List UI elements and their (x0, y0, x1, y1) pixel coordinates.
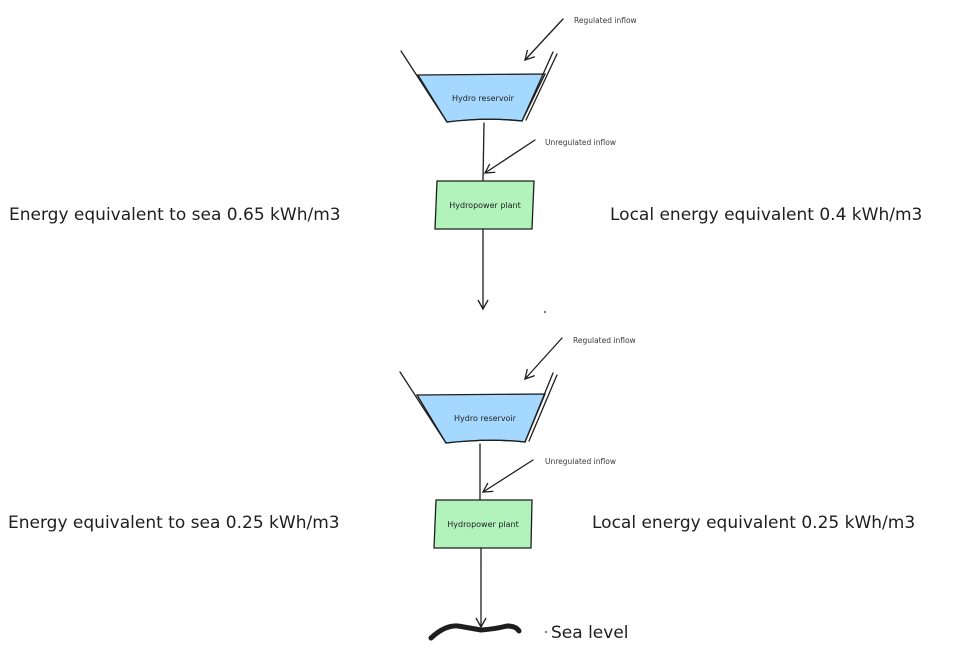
reservoir-left-wall (400, 50, 448, 123)
hydropower-plant-upper[interactable]: Hydropower plant (434, 180, 535, 230)
unregulated-inflow-label: Unregulated inflow (545, 457, 616, 466)
sea-level-label: Sea level (551, 623, 629, 643)
unregulated-inflow-arrow (483, 139, 536, 174)
plant-label: Hydropower plant (449, 201, 521, 210)
stage-2: Hydro reservoir Regulated inflow Unregul… (8, 336, 915, 629)
reservoir-label: Hydro reservoir (454, 414, 517, 423)
regulated-inflow-arrow (524, 18, 564, 61)
reservoir-right-wall (521, 51, 554, 122)
regulated-inflow-label: Regulated inflow (574, 16, 637, 25)
plant-box (433, 499, 533, 549)
local-energy-label: Local energy equivalent 0.25 kWh/m3 (592, 513, 915, 533)
stage-1: Hydro reservoir Regulated inflow Unregul… (9, 16, 922, 313)
plant-box (434, 180, 535, 230)
hydropower-plant-lower[interactable]: Hydropower plant (433, 499, 533, 549)
unregulated-inflow-arrow (481, 459, 534, 493)
reservoir-bottom (446, 118, 523, 123)
sea-level-wave (428, 623, 522, 641)
reservoir-right-wall-stroke2 (525, 53, 558, 121)
energy-to-sea-label: Energy equivalent to sea 0.65 kWh/m3 (9, 205, 341, 225)
reservoir-lower[interactable]: Hydro reservoir (399, 371, 558, 444)
sea-level: Sea level (428, 623, 629, 643)
reservoir-left-wall (399, 371, 447, 444)
energy-to-sea-label: Energy equivalent to sea 0.25 kWh/m3 (8, 513, 340, 533)
regulated-inflow-label: Regulated inflow (573, 336, 636, 345)
reservoir-upper[interactable]: Hydro reservoir (400, 50, 558, 123)
reservoir-label: Hydro reservoir (452, 94, 515, 103)
local-energy-label: Local energy equivalent 0.4 kWh/m3 (610, 205, 922, 225)
reservoir-right-wall-stroke2 (528, 374, 558, 442)
penstock-line (482, 122, 485, 181)
reservoir-bottom (445, 439, 526, 444)
plant-label: Hydropower plant (447, 520, 519, 529)
unregulated-inflow-label: Unregulated inflow (545, 138, 616, 147)
stray-dot (544, 311, 546, 313)
sea-level-dot (545, 631, 547, 633)
reservoir-right-wall (524, 372, 554, 443)
regulated-inflow-arrow (524, 337, 563, 380)
